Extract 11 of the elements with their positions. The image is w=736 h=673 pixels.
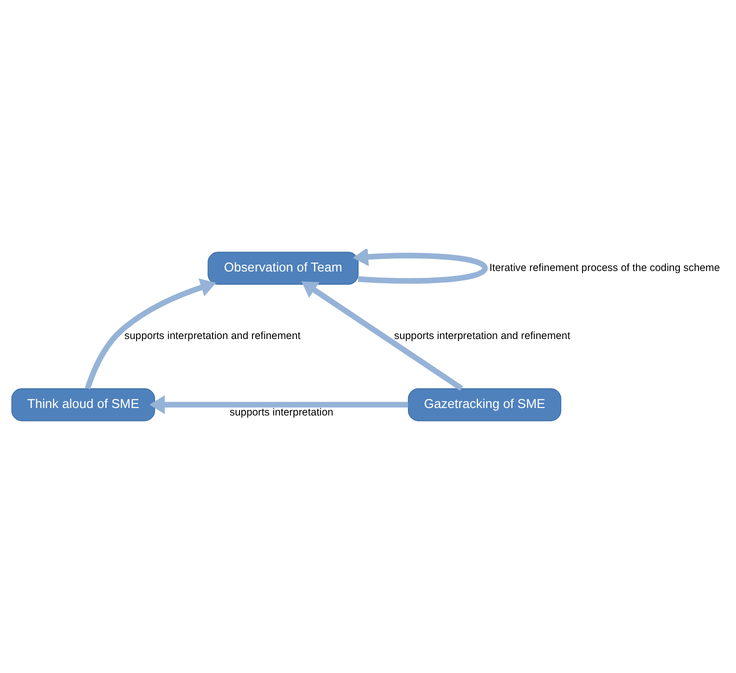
arrow [352,249,488,284]
arrow [149,395,408,414]
arrow [301,281,464,391]
edge-label: supports interpretation [230,407,334,418]
node-box: Gazetracking of SME [408,388,562,422]
edge-label: Iterative refinement process of the coding scheme [489,262,720,274]
node-box: Think aloud of SME [11,388,156,422]
edge-label: supports interpretation and refinement [124,331,301,342]
node-box: Observation of Team [208,252,359,285]
edge-label: supports interpretation and refinement [394,331,570,342]
arrow [84,278,216,390]
